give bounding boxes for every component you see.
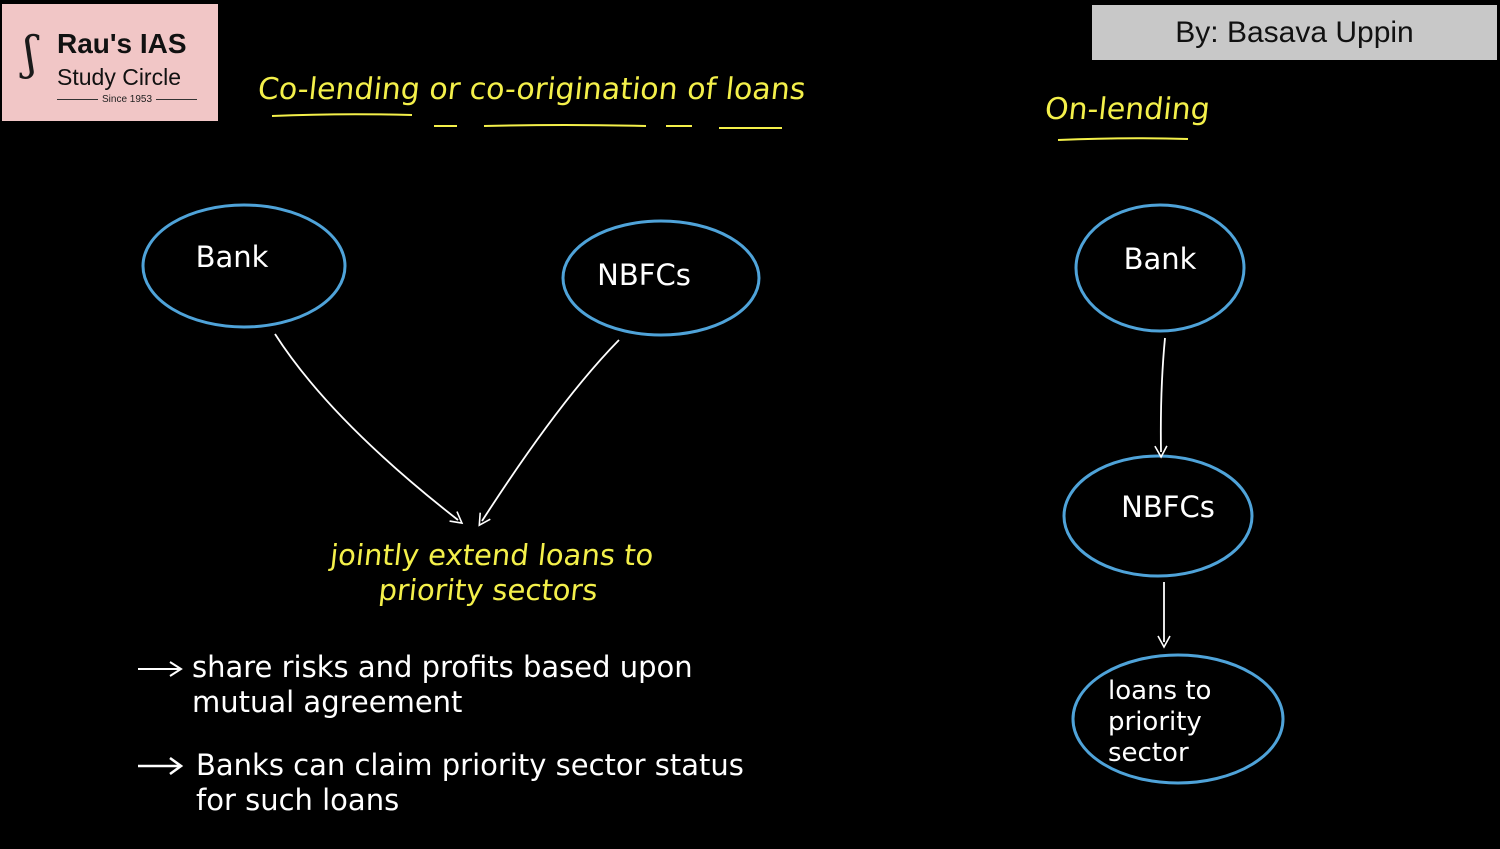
logo-since-text: Since 1953 xyxy=(101,94,153,105)
bank-label-left: Bank xyxy=(195,240,269,274)
bullet-share-risks: share risks and profits based upon mutua… xyxy=(192,650,693,719)
bullet-arrow-2 xyxy=(138,756,184,776)
bullet-arrow-1 xyxy=(138,661,183,677)
nbfcs-label-right: NBFCs xyxy=(1121,490,1215,524)
jointly-extend-text: jointly extend loans to priority sectors xyxy=(328,538,656,607)
nbfcs-label-left: NBFCs xyxy=(597,258,691,292)
arrow-bank-to-result xyxy=(274,333,464,525)
on-lending-title: On-lending xyxy=(1043,92,1212,127)
arrow-nbfcs-to-result xyxy=(478,339,620,527)
logo-subtitle: Study Circle xyxy=(57,64,181,90)
arrow-bank-to-nbfcs xyxy=(1154,337,1168,459)
bank-label-right: Bank xyxy=(1123,242,1197,276)
logo-mark-icon: ʃ xyxy=(24,26,37,80)
loans-label-right: loans to priority sector xyxy=(1108,676,1212,769)
loans-ellipse-right xyxy=(1071,653,1285,785)
bank-ellipse-left xyxy=(141,203,347,329)
logo-title: Rau's IAS xyxy=(57,28,187,59)
bullet-priority-status: Banks can claim priority sector status f… xyxy=(196,748,744,817)
nbfcs-ellipse-left xyxy=(561,219,761,337)
logo-since: Since 1953 xyxy=(57,94,197,105)
author-banner: By: Basava Uppin xyxy=(1092,5,1497,60)
title-right-underline xyxy=(1057,137,1189,141)
title-left-underline xyxy=(271,113,782,129)
co-lending-title: Co-lending or co-origination of loans xyxy=(256,72,808,107)
bank-ellipse-right xyxy=(1074,203,1246,333)
raus-ias-logo: ʃ Rau's IAS Study Circle Since 1953 xyxy=(2,4,218,121)
